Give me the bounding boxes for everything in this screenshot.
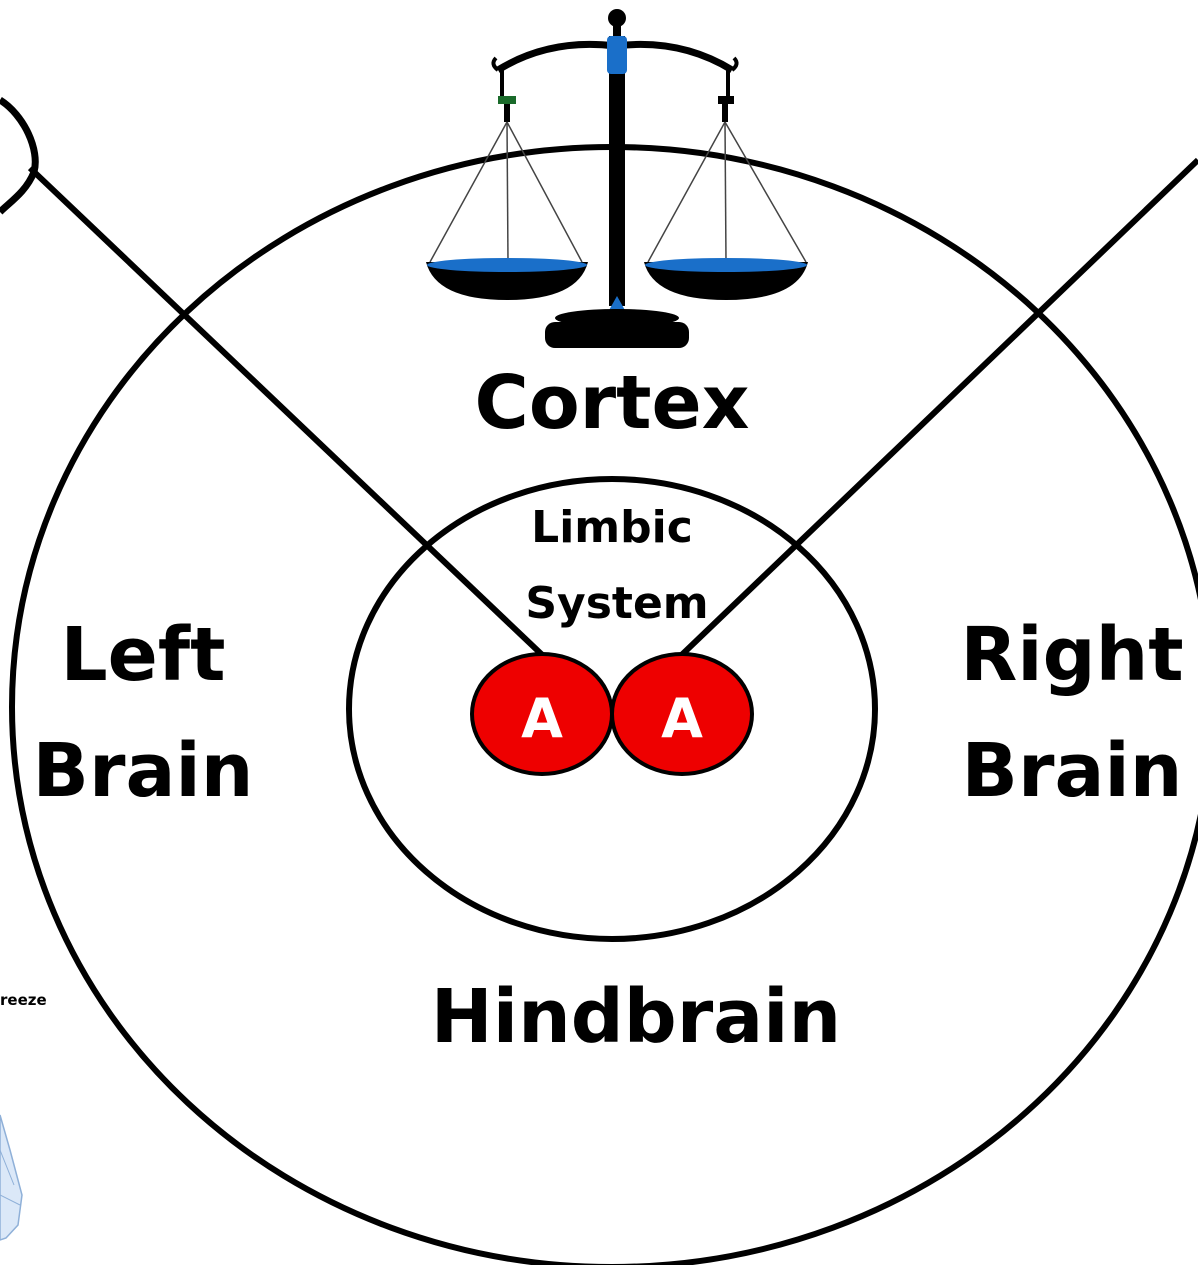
amygdala-right-circle: [610, 652, 754, 776]
partial-arrow-fragment: [0, 97, 39, 215]
left-divider-line: [27, 165, 559, 671]
left-brain-label-line2: Brain: [33, 728, 254, 814]
limbic-label-line1: Limbic: [531, 502, 693, 553]
cortex-label: Cortex: [475, 360, 750, 446]
amygdala-right-label: A: [661, 687, 703, 750]
partial-figure-illustration: [0, 1114, 23, 1241]
amygdala-left-label: A: [521, 687, 563, 750]
right-divider-line: [665, 157, 1198, 671]
limbic-label-line2: System: [525, 578, 708, 629]
right-brain-label-line2: Brain: [962, 728, 1183, 814]
hindbrain-label: Hindbrain: [431, 974, 841, 1060]
left-brain-label-line1: Left: [61, 612, 226, 698]
limbic-system-circle: [346, 476, 878, 942]
edge-text-fragment: reeze: [0, 991, 47, 1009]
scales-of-justice-icon: [426, 9, 808, 348]
right-brain-label-line1: Right: [960, 612, 1183, 698]
